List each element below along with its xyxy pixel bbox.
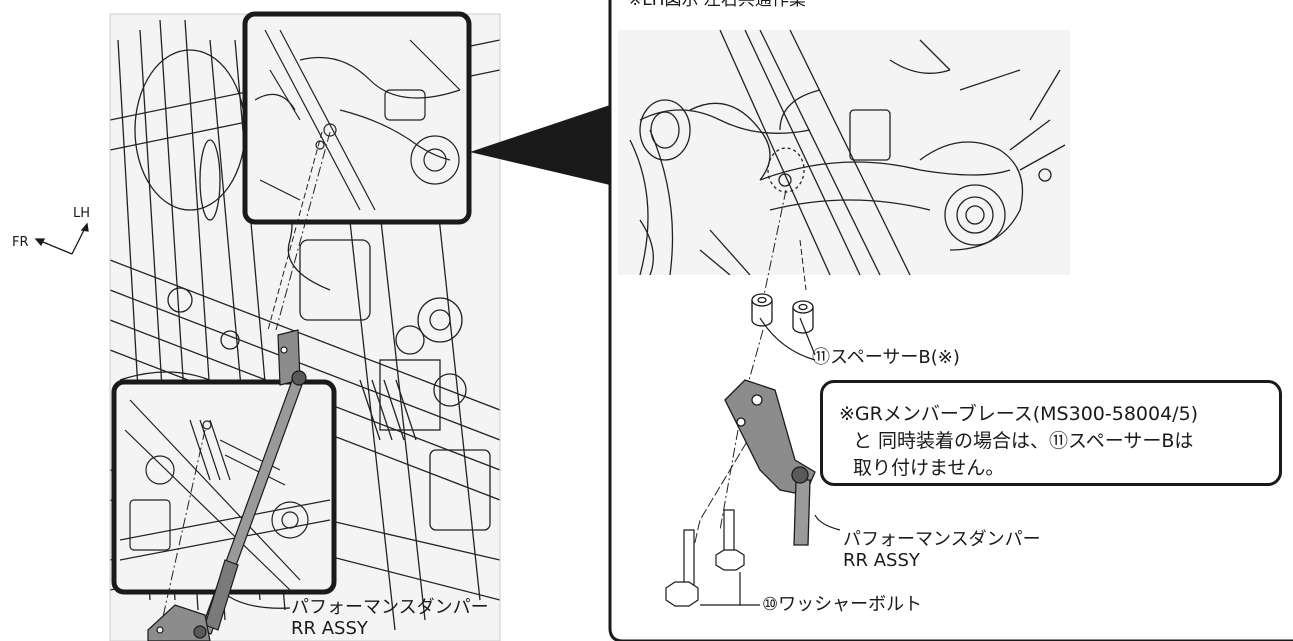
- zoom-drawing: [618, 30, 1070, 275]
- damper-right: [724, 379, 816, 546]
- panel-caption: ※LH図示 左右共通作業: [628, 0, 806, 10]
- note-line-2: と 同時装着の場合は、⑪スペーサーBは: [853, 430, 1194, 452]
- bottom-detail-box: [111, 379, 337, 595]
- top-detail-box: [242, 11, 472, 225]
- damper-label-left-line1: パフォーマンスダンパー: [291, 597, 489, 618]
- leader-lines: [227, 317, 841, 609]
- spacers: [751, 293, 814, 334]
- note-box: ※GRメンバーブレース(MS300-58004/5) と 同時装着の場合は、⑪ス…: [820, 380, 1282, 486]
- front-label: FR: [12, 235, 29, 250]
- damper-label-right-line2: RR ASSY: [843, 549, 920, 571]
- left-hand-label: LH: [73, 206, 91, 221]
- damper-label-left-line2: RR ASSY: [291, 617, 368, 639]
- orientation-arrows: [34, 222, 89, 255]
- damper-label-right-line1: パフォーマンスダンパー: [843, 529, 1041, 550]
- damper-label-right: パフォーマンスダンパー RR ASSY: [843, 529, 1041, 571]
- damper-label-left: パフォーマンスダンパー RR ASSY: [291, 597, 489, 639]
- note-line-3: 取り付けません。: [853, 457, 1005, 479]
- spacer-label: ⑪スペーサーB(※): [812, 347, 960, 368]
- bolts: [665, 509, 745, 607]
- damper-left: [147, 329, 307, 641]
- callout-pointer: [470, 105, 610, 185]
- note-line-1: ※GRメンバーブレース(MS300-58004/5): [839, 403, 1199, 425]
- washer-bolt-label: ⑩ワッシャーボルト: [762, 594, 923, 615]
